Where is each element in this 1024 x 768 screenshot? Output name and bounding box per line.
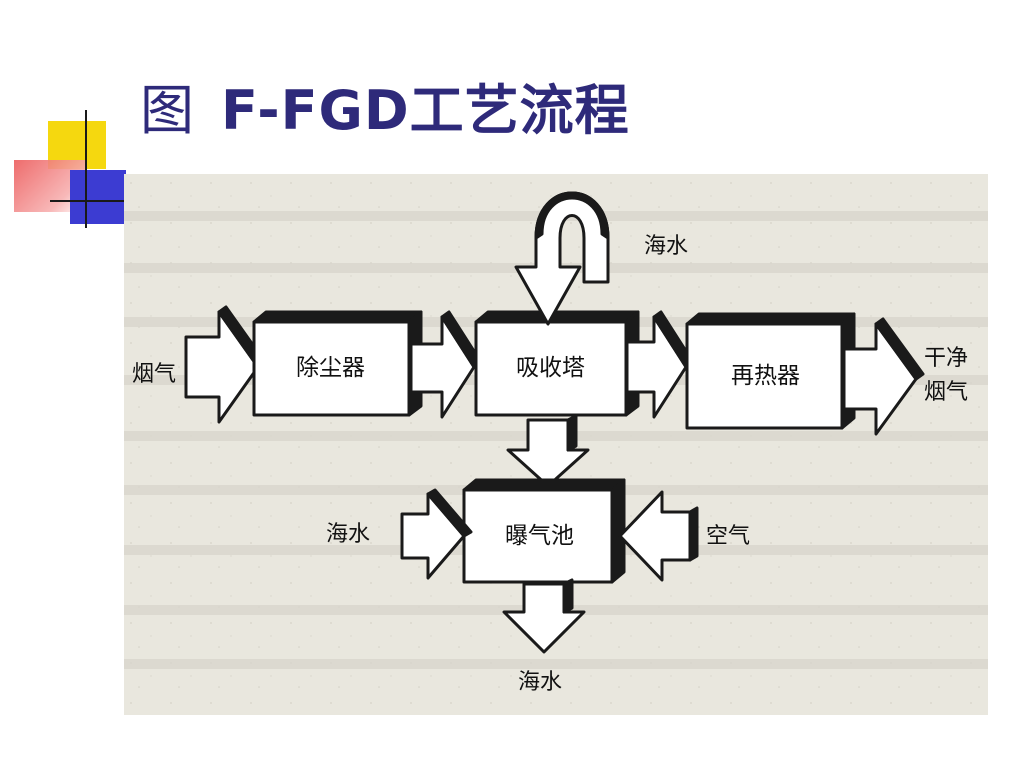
dust-collector-label: 除尘器 xyxy=(296,355,365,381)
slide-title: 图 F-FGD工艺流程 xyxy=(140,66,630,145)
clean-gas-label-line2: 烟气 xyxy=(924,380,969,405)
clean-gas-outlet-arrow xyxy=(842,322,918,436)
seawater-left-label: 海水 xyxy=(326,522,371,547)
flue-gas-in-label: 烟气 xyxy=(132,362,177,387)
flue-gas-inlet-arrow xyxy=(184,310,260,424)
deco-horizontal-line xyxy=(50,200,128,202)
dust-collector-box xyxy=(252,320,411,417)
deco-blue-square xyxy=(70,170,126,224)
absorber-box xyxy=(474,320,628,417)
air-right-arrow xyxy=(618,490,692,582)
seawater-top-label: 海水 xyxy=(644,234,689,259)
aeration-pool-box-side xyxy=(610,478,626,584)
title-prefix: 图 xyxy=(140,79,195,142)
process-flow-diagram: 除尘器 吸收塔 再热器 曝气池 烟气 海水 干净 烟气 海水 空气 海水 xyxy=(124,174,988,715)
reheater-box xyxy=(685,322,844,430)
air-right-label: 空气 xyxy=(706,524,751,549)
title-main: F-FGD工艺流程 xyxy=(221,79,630,142)
diagram-graphics xyxy=(124,174,988,715)
absorber-label: 吸收塔 xyxy=(516,355,585,381)
clean-gas-label-line1: 干净 xyxy=(924,346,969,371)
reheater-label: 再热器 xyxy=(731,363,800,389)
aeration-pool-label: 曝气池 xyxy=(505,523,574,549)
absorber-to-reheater-arrow xyxy=(625,315,688,419)
aeration-pool-box xyxy=(462,488,614,584)
dust-to-absorber-arrow xyxy=(409,315,476,419)
deco-vertical-line xyxy=(85,110,87,228)
seawater-out-label: 海水 xyxy=(518,670,563,695)
seawater-left-arrow xyxy=(400,492,466,580)
